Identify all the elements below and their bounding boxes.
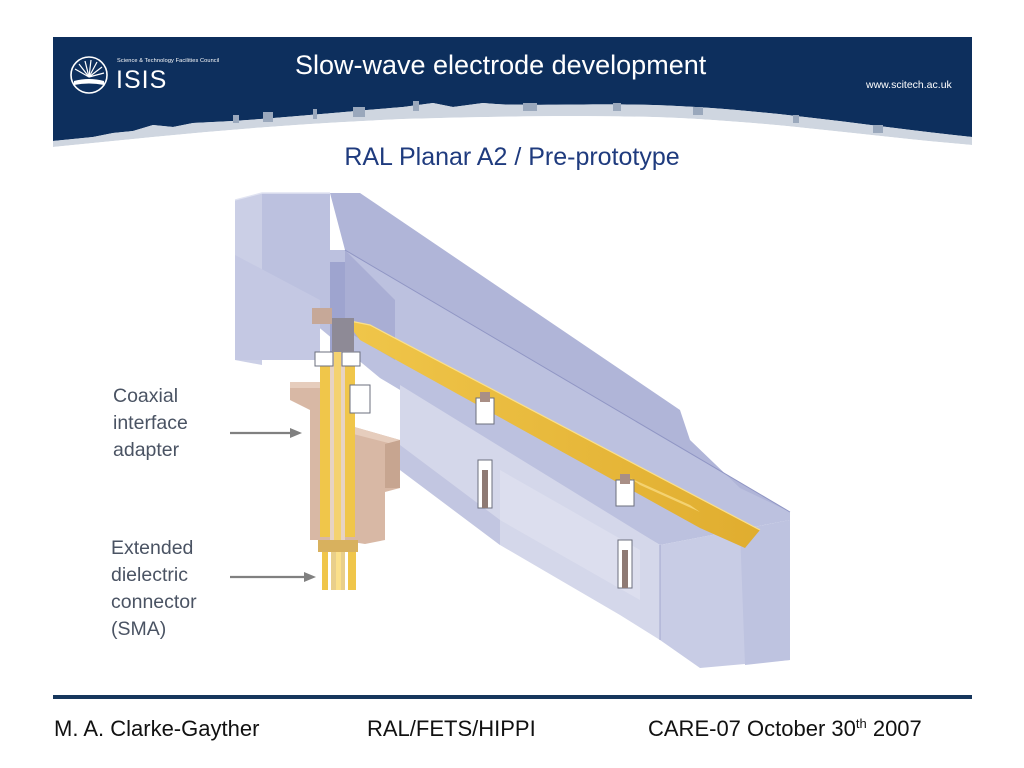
callout-line: dielectric [111,564,188,586]
callout-arrow-coax [230,428,302,438]
callout-line: connector [111,591,197,613]
callout-line: Extended [111,537,194,559]
footer-event-date: CARE-07 October 30th 2007 [648,716,922,742]
council-name: Science & Technology Facilities Council [117,58,220,64]
callout-line: (SMA) [111,618,167,640]
facility-name: ISIS [116,66,168,94]
housing-body [234,192,791,668]
support-pin-right [615,474,635,589]
callout-arrow-sma [230,572,316,582]
callout-sma-connector: Extended dielectric connector (SMA) [111,535,197,643]
website-url[interactable]: www.scitech.ac.uk [866,79,952,91]
footer-divider [53,695,972,699]
starburst-logo-icon [70,56,108,94]
footer-project: RAL/FETS/HIPPI [367,716,536,741]
callout-coaxial-adapter: Coaxial interface adapter [113,383,188,464]
header-banner: Science & Technology Facilities Council … [53,37,972,149]
callout-line: interface [113,412,188,434]
slide-title: Slow-wave electrode development [295,50,707,80]
event-date-suffix: 2007 [866,716,922,741]
footer-author: M. A. Clarke-Gayther [54,716,260,741]
banner-background [53,37,972,149]
support-pin-mid [475,392,495,509]
callout-line: adapter [113,439,180,461]
isis-logo: Science & Technology Facilities Council … [69,53,269,97]
event-date-superscript: th [855,716,867,731]
sma-connector [318,540,358,590]
slide-subtitle: RAL Planar A2 / Pre-prototype [344,143,680,171]
coaxial-adapter [290,308,400,565]
event-date-prefix: CARE-07 October 30 [648,716,856,741]
callout-line: Coaxial [113,385,179,407]
